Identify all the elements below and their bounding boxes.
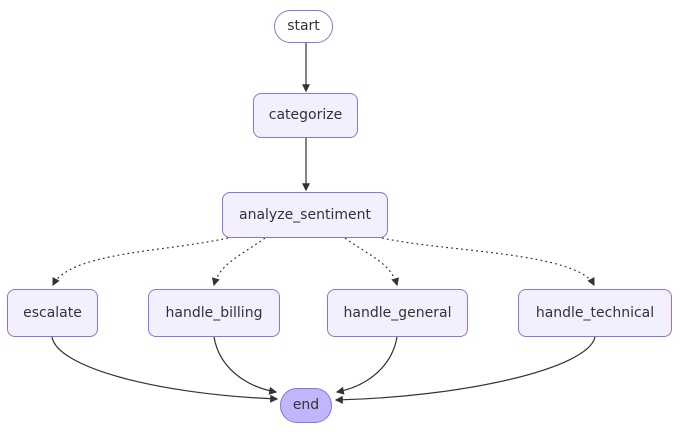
edge-analyze_sentiment-to-handle_billing (211, 237, 266, 287)
edge-handle_billing-to-end (213, 336, 278, 395)
node-handle-technical-label: handle_technical (535, 304, 655, 321)
edge-analyze_sentiment-to-handle_general (344, 237, 400, 287)
node-handle-general-label: handle_general (343, 304, 452, 321)
node-handle-technical: handle_technical (518, 289, 672, 337)
node-start: start (274, 10, 333, 43)
node-end: end (280, 388, 332, 423)
node-end-label: end (292, 397, 320, 414)
node-handle-billing-label: handle_billing (165, 304, 263, 321)
node-start-label: start (287, 18, 320, 35)
edge-handle_technical-to-end (334, 336, 596, 404)
node-analyze-sentiment: analyze_sentiment (222, 192, 388, 238)
edge-escalate-to-end (51, 336, 279, 403)
node-categorize: categorize (253, 93, 358, 138)
node-escalate-label: escalate (23, 304, 82, 321)
node-escalate: escalate (7, 289, 98, 337)
node-categorize-label: categorize (268, 107, 343, 124)
edge-handle_general-to-end (335, 336, 398, 395)
node-analyze-sentiment-label: analyze_sentiment (239, 206, 371, 223)
node-handle-general: handle_general (327, 289, 468, 337)
node-handle-billing: handle_billing (148, 289, 280, 337)
edge-analyze_sentiment-to-escalate (52, 237, 229, 287)
edge-analyze_sentiment-to-handle_technical (381, 237, 595, 287)
